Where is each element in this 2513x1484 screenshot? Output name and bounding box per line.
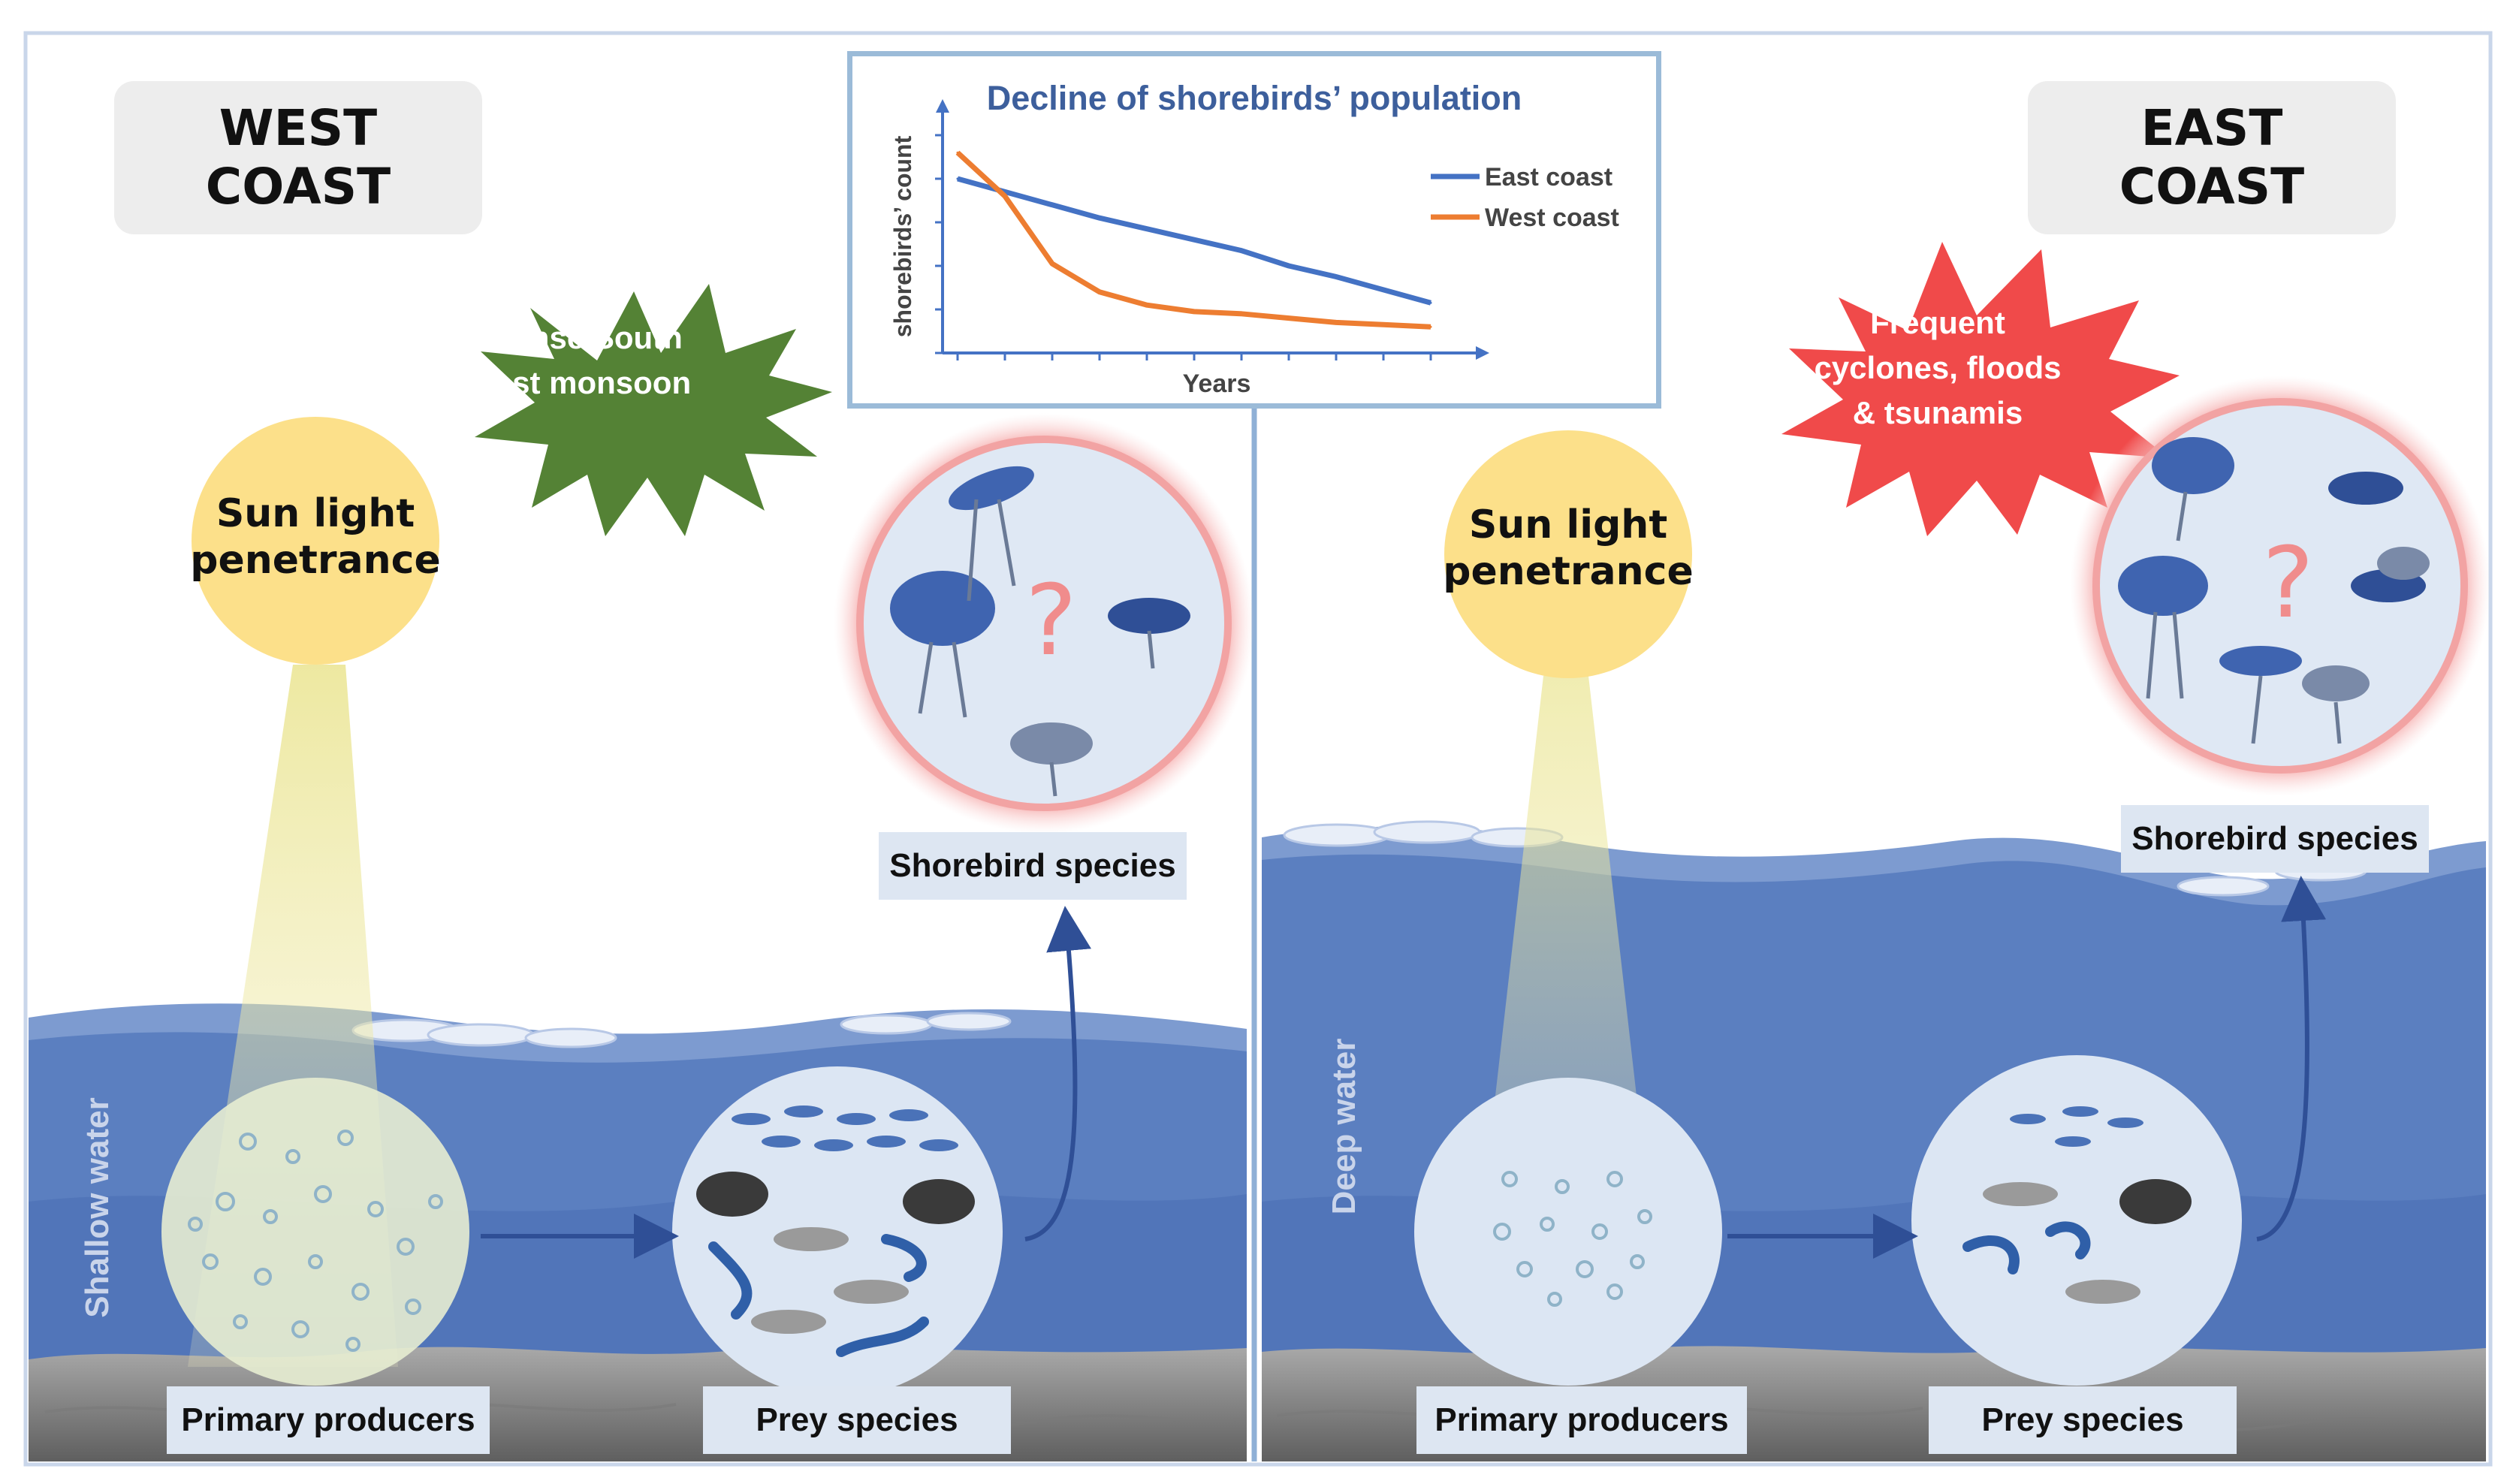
east-coast-point <box>1382 288 1385 291</box>
west-monsoon-burst <box>475 284 832 536</box>
east-coast-point <box>1335 276 1338 278</box>
y-axis-label: shorebirds’ count <box>889 135 916 337</box>
chart-title: Decline of shorebirds’ population <box>986 79 1522 117</box>
west-fish-icon <box>732 1105 958 1151</box>
west-coast-point <box>1098 291 1101 294</box>
west-coast-point <box>1193 310 1196 313</box>
west-shorebird-circle <box>856 436 1232 811</box>
west-sun-label: Sun light penetrance <box>190 491 441 583</box>
east-foam <box>1283 820 2367 897</box>
west-prey-label: Prey species <box>703 1386 1011 1454</box>
west-shrimp-icon <box>751 1227 909 1334</box>
east-producers-label: Primary producers <box>1416 1386 1747 1454</box>
east-coast-point <box>1051 204 1054 207</box>
west-coast-legend-label: West coast <box>1485 204 1619 232</box>
east-coast-legend-label: East coast <box>1485 163 1612 192</box>
east-coast-point <box>1098 216 1101 219</box>
east-question-mark: ? <box>2262 526 2314 640</box>
east-fish-icon <box>2010 1106 2143 1147</box>
west-question-mark: ? <box>1025 563 1077 677</box>
west-coast-point <box>1051 262 1054 265</box>
east-plankton-icon <box>1493 1171 1652 1307</box>
x-axis-arrow <box>1476 346 1489 360</box>
east-sun-label: Sun light penetrance <box>1443 502 1694 594</box>
cyclone-label: Frequent cyclones, floods & tsunamis <box>1814 305 2062 430</box>
west-plankton-icon <box>188 1130 443 1352</box>
west-shorebird-label: Shorebird species <box>879 832 1187 900</box>
east-coast-title: EAST COAST <box>2028 81 2396 234</box>
west-coast-point <box>1003 195 1006 198</box>
west-coast-point <box>1335 321 1338 324</box>
east-producer-circle <box>1414 1078 1722 1386</box>
west-coast-title: WEST COAST <box>114 81 482 234</box>
east-sun-icon <box>1444 430 1692 678</box>
east-prey-circle <box>1911 1055 2242 1386</box>
east-cyclone-burst <box>1781 242 2180 536</box>
west-coast-point <box>1287 317 1290 320</box>
population-chart: Decline of shorebirds’ population Years s… <box>847 51 1661 409</box>
west-coast-point <box>1145 303 1148 306</box>
east-coast-point <box>1429 301 1432 304</box>
east-crab-icon <box>2119 1179 2192 1224</box>
east-shrimp-icon <box>1983 1182 2140 1304</box>
east-bird-icon <box>2118 437 2430 701</box>
monsoon-label: Intense South West monsoon <box>465 320 692 400</box>
west-coast-point <box>1429 325 1432 328</box>
east-shorebird-label: Shorebird species <box>2121 805 2429 873</box>
east-prey-label: Prey species <box>1929 1386 2237 1454</box>
west-coast-point <box>1382 323 1385 326</box>
west-sun-icon <box>192 417 439 665</box>
east-coast-point <box>956 177 959 180</box>
west-eel-icon <box>708 1234 929 1357</box>
west-coast-point <box>1240 312 1243 315</box>
west-producers-label: Primary producers <box>167 1386 490 1454</box>
east-coast-point <box>1145 228 1148 231</box>
east-coast-point <box>1193 238 1196 241</box>
west-crab-icon <box>696 1172 975 1224</box>
east-eel-icon <box>1962 1221 2091 1274</box>
west-coast-point <box>956 151 959 154</box>
arrow-icon <box>481 876 2327 1259</box>
x-axis-label: Years <box>1183 369 1251 398</box>
deep-water-label: Deep water <box>1326 1038 1362 1215</box>
east-coast-point <box>1240 249 1243 252</box>
east-coast-point <box>1287 264 1290 267</box>
west-producer-circle <box>161 1078 469 1386</box>
shallow-water-label: Shallow water <box>79 1097 116 1318</box>
y-axis-arrow <box>936 99 949 113</box>
